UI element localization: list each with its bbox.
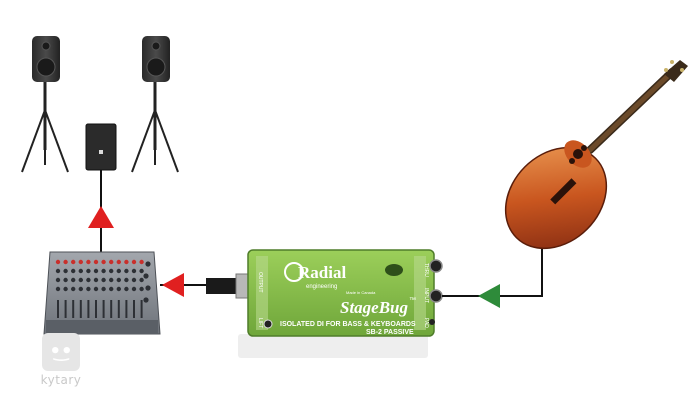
mixer-knob <box>131 259 137 265</box>
mixer-knob <box>86 268 91 274</box>
mixer-fader <box>72 300 75 318</box>
mixer-master-knob <box>145 261 151 267</box>
mixer-knob <box>124 268 129 274</box>
mixer-fader <box>110 300 113 318</box>
right-speaker <box>131 36 179 173</box>
pad-switch[interactable] <box>429 319 435 325</box>
mixer-knob <box>124 259 129 265</box>
mixer-fader <box>133 300 135 318</box>
mixer-knob <box>71 277 76 283</box>
kytary-logo-face: •͜• <box>49 341 73 362</box>
di-made-in: Made in Canada <box>346 290 376 295</box>
bug-icon <box>385 264 403 276</box>
mixer-knob <box>78 286 84 292</box>
mixer-knob <box>116 277 122 283</box>
mixer-knob <box>93 277 99 283</box>
mixer-knob <box>63 286 68 292</box>
mixer-fader <box>79 300 82 318</box>
mixer-knob <box>131 268 137 274</box>
guitar-to-di-arrow <box>478 284 500 308</box>
mixer-knob <box>131 286 137 292</box>
mixer-knob <box>139 277 144 283</box>
mixer-knob <box>71 259 76 265</box>
mixer-knob <box>86 286 91 292</box>
mixer-master-knob <box>143 273 149 279</box>
mixer-to-speakers-arrow <box>88 206 114 228</box>
mixer-knob <box>93 286 99 292</box>
mixer-knob <box>55 259 61 265</box>
mixer-knob <box>116 286 122 292</box>
di-description: ISOLATED DI FOR BASS & KEYBOARDS <box>280 321 416 328</box>
mixer-knob <box>93 259 99 265</box>
mixer-fader <box>64 300 67 318</box>
mixer-knob <box>124 277 129 283</box>
mixer-knobs <box>55 259 151 303</box>
di-label-input: INPUT <box>423 288 429 303</box>
mixer-knob <box>101 259 106 265</box>
di-brand-sub: engineering <box>306 284 337 290</box>
subwoofer <box>85 123 117 171</box>
mixer-knob <box>93 268 99 274</box>
mixer-fader <box>102 300 105 318</box>
mixer-knob <box>71 268 76 274</box>
mixer-fader <box>117 300 120 318</box>
di-trademark: ™ <box>409 297 416 304</box>
mixer-knob <box>116 268 122 274</box>
mixer-knob <box>109 277 114 283</box>
acoustic-guitar <box>504 60 688 250</box>
mixer-knob <box>101 286 106 292</box>
di-model-number: SB-2 PASSIVE <box>366 329 414 336</box>
mixer-knob <box>139 286 144 292</box>
di-label-thru: THRU <box>423 263 429 277</box>
mixer-knob <box>63 268 68 274</box>
kytary-logo-text: kytary <box>40 373 82 387</box>
di-box: Radial engineering Made in Canada StageB… <box>238 249 443 358</box>
mixer-knob <box>55 286 61 292</box>
mixer-knob <box>86 259 91 265</box>
mixer-knob <box>101 268 106 274</box>
guitar-to-di-cable <box>442 248 543 297</box>
mixer-knob <box>78 259 84 265</box>
mixer-knob <box>63 277 68 283</box>
thru-jack <box>429 259 443 273</box>
mixer-knob <box>124 286 129 292</box>
mixer-knob <box>55 268 61 274</box>
mixer-knob <box>116 259 122 265</box>
di-to-mixer-arrow <box>162 273 184 297</box>
mixer-knob <box>78 277 84 283</box>
mixer-fader <box>57 300 59 318</box>
mixer-knob <box>131 277 137 283</box>
mixer-knob <box>101 277 106 283</box>
mixer-faders <box>57 300 143 318</box>
mixer-master-knob <box>145 285 151 291</box>
mixer-knob <box>71 286 76 292</box>
mixer-knob <box>78 268 84 274</box>
mixer-knob <box>109 286 114 292</box>
mixer-knob <box>63 259 68 265</box>
mixer-fader <box>125 300 128 318</box>
di-model-name: StageBug <box>340 298 409 317</box>
mixer-fader <box>95 300 97 318</box>
di-label-output: OUTPUT <box>257 272 263 293</box>
mixer-fader <box>87 300 90 318</box>
left-speaker <box>21 36 69 173</box>
di-label-lift: LIFT <box>257 318 263 328</box>
di-label-pad: PAD <box>423 318 429 328</box>
mixer-knob <box>139 268 144 274</box>
mixer-knob <box>86 277 91 283</box>
lift-switch[interactable] <box>263 319 273 329</box>
mixer-knob <box>55 277 61 283</box>
mixer-knob <box>139 259 144 265</box>
kytary-watermark: •͜• kytary <box>37 333 85 387</box>
kytary-logo-icon: •͜• <box>42 333 80 371</box>
mixer-fader <box>140 300 143 318</box>
mixer-master-knob <box>143 297 149 303</box>
mixer <box>43 251 161 335</box>
mixer-knob <box>109 259 114 265</box>
di-brand: Radial <box>298 263 346 282</box>
input-jack <box>429 289 443 303</box>
mixer-knob <box>109 268 114 274</box>
